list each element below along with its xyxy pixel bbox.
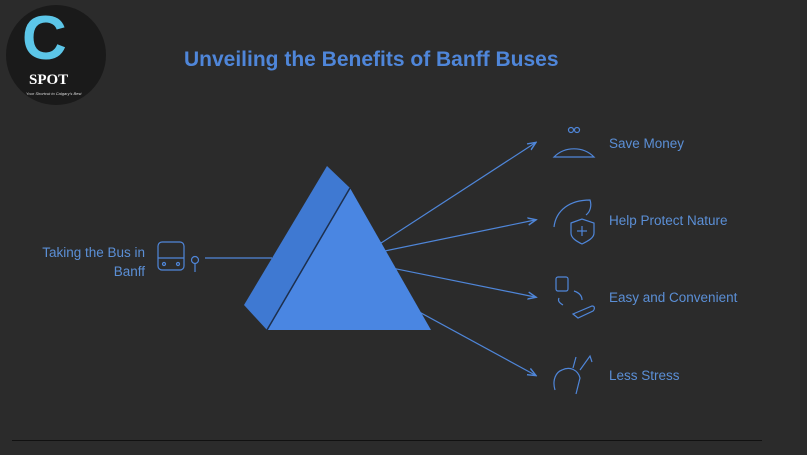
benefit-protect-nature: Help Protect Nature	[609, 213, 728, 228]
head-massage-icon	[553, 354, 593, 395]
leaf-shield-icon	[553, 199, 595, 245]
pyramid-side-face	[244, 166, 350, 330]
logo	[6, 5, 106, 105]
coin-purse-icon	[552, 126, 596, 158]
logo-name: SPOT	[29, 72, 69, 88]
input-label: Taking the Bus in Banff	[30, 243, 145, 281]
divider	[12, 440, 762, 441]
pyramid-edge	[266, 187, 351, 331]
bus-stop-icon	[157, 241, 200, 272]
logo-tagline: Your Shortcut to Calgary's Best	[26, 91, 82, 96]
input-label-line2: Banff	[113, 264, 145, 279]
logo-letter: C	[22, 4, 67, 73]
page-title: Unveiling the Benefits of Banff Buses	[184, 48, 559, 71]
benefit-save-money: Save Money	[609, 136, 685, 151]
arrow-easy	[371, 263, 535, 297]
bus-transfer-hand-icon	[555, 276, 595, 319]
pyramid-front-face	[267, 188, 431, 330]
arrow-save-money	[377, 143, 535, 246]
benefit-easy-convenient: Easy and Convenient	[609, 290, 738, 305]
input-label-line1: Taking the Bus in	[42, 245, 145, 260]
arrow-protect-nature	[379, 220, 535, 253]
benefit-less-stress: Less Stress	[609, 368, 680, 383]
